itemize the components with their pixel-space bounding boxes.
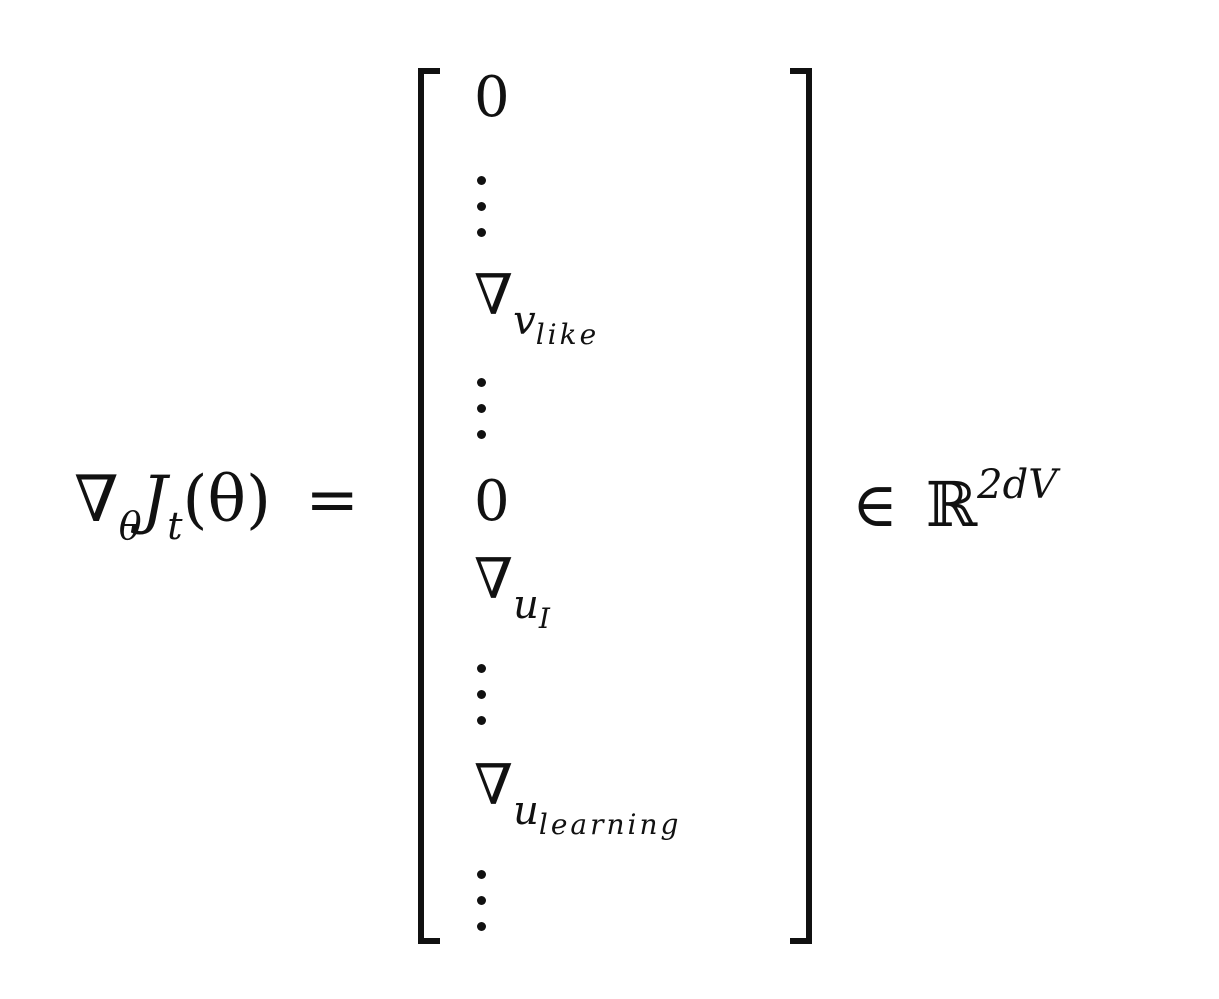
left-bracket-top [418,68,440,74]
element-of-symbol: ∈ [852,468,898,541]
equals-sign: = [305,463,359,537]
theta-subscript: θ [118,504,142,548]
t-subscript: t [167,504,183,548]
entry-grad-u-I: ∇uI [474,552,553,633]
entry-zero-middle: 0 [474,469,510,534]
equation-rhs: ∈ ℝ2dV [852,465,1057,536]
nabla-symbol: ∇ [474,547,514,612]
nabla-symbol: ∇ [474,263,514,328]
left-bracket-bar [418,68,424,944]
right-bracket-bar [806,68,812,944]
real-numbers-symbol: ℝ [925,468,978,541]
entry-grad-u-learning: ∇ulearning [474,758,681,839]
vdots-4 [477,870,487,932]
vdots-1 [477,176,487,238]
learning-subscript: learning [538,808,682,841]
vdots-2 [477,378,487,440]
I-subscript: I [538,602,553,635]
vdots-3 [477,664,487,726]
v-variable: v [513,298,536,344]
entry-grad-v-like: ∇vlike [474,268,599,349]
equation-lhs: ∇θJt(θ) = [74,468,359,545]
entry-zero-top: 0 [474,65,510,130]
right-bracket-bottom [790,938,812,944]
left-bracket-bottom [418,938,440,944]
like-subscript: like [535,318,600,351]
function-argument: (θ) [182,463,271,537]
u-variable: u [513,788,539,834]
dimension-exponent: 2dV [977,462,1058,508]
function-J: J [141,463,168,537]
right-bracket-top [790,68,812,74]
nabla-symbol: ∇ [74,463,119,537]
u-variable: u [513,582,539,628]
nabla-symbol: ∇ [474,753,514,818]
